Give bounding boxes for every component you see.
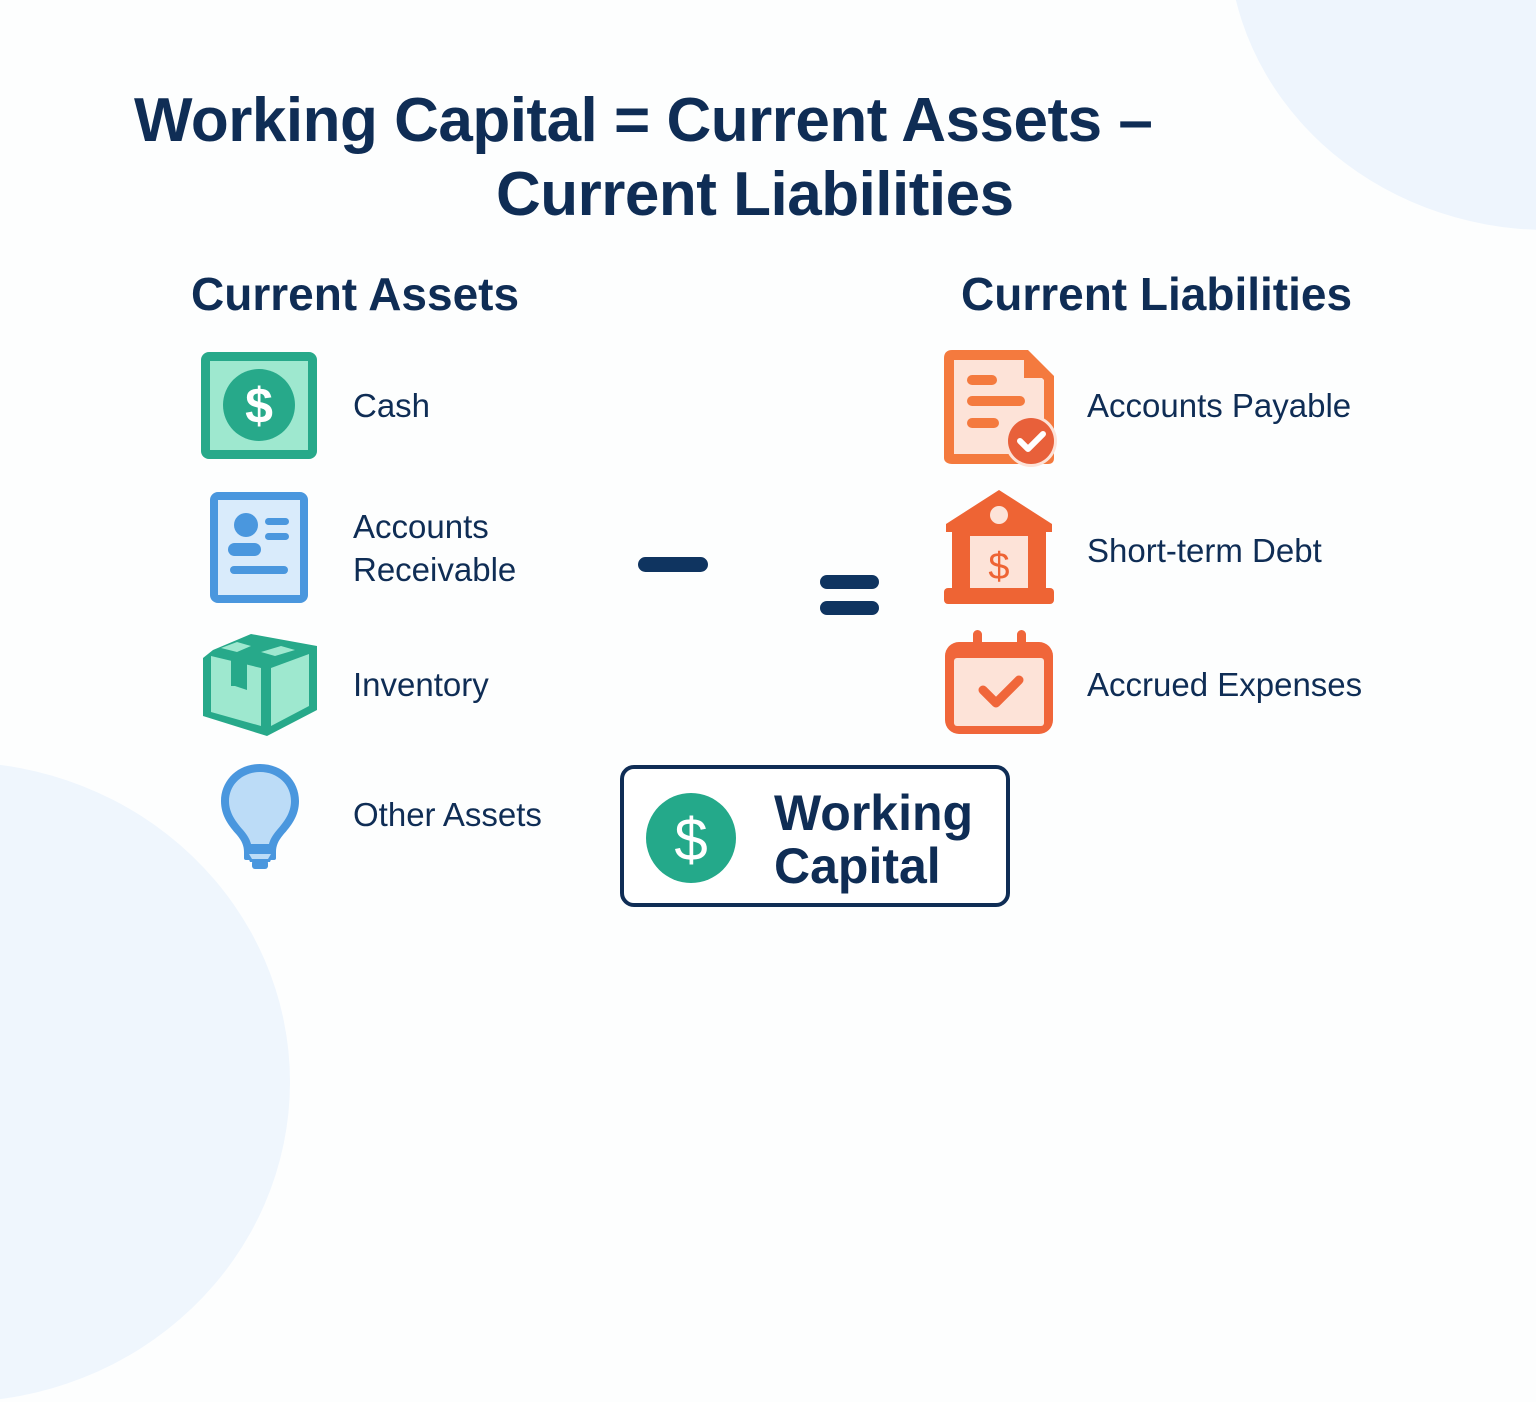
equals-operator-top-bar (820, 575, 879, 589)
id-document-icon (208, 490, 310, 605)
formula-title-line1: Working Capital = Current Assets – (134, 86, 1153, 155)
bank-dollar-icon: $ (942, 488, 1056, 606)
asset-label-cash: Cash (353, 387, 431, 424)
calendar-check-icon (943, 628, 1055, 736)
working-capital-label: Working Capital (774, 785, 974, 894)
current-assets-heading: Current Assets (191, 268, 520, 320)
formula-title-line2: Current Liabilities (496, 160, 1014, 229)
asset-label-other-assets: Other Assets (353, 796, 542, 833)
current-liabilities-heading: Current Liabilities (961, 268, 1353, 320)
working-capital-result-box: $ Working Capital (620, 765, 1010, 907)
dollar-coin-icon: $ (645, 792, 737, 884)
invoice-check-icon (942, 348, 1058, 468)
box-icon (199, 630, 319, 740)
lightbulb-icon (218, 760, 302, 872)
svg-text:$: $ (674, 806, 707, 873)
liability-label-short-term-debt: Short-term Debt (1087, 532, 1322, 569)
minus-operator (638, 557, 708, 572)
asset-label-accounts-receivable: Accounts Receivable (353, 508, 517, 588)
liability-label-accounts-payable: Accounts Payable (1087, 387, 1352, 424)
liability-label-accrued-expenses: Accrued Expenses (1087, 666, 1363, 703)
asset-label-inventory: Inventory (353, 666, 489, 703)
svg-text:$: $ (245, 378, 273, 434)
svg-text:$: $ (988, 546, 1009, 588)
equals-operator-bottom-bar (820, 601, 879, 615)
background-blob-top-right (1228, 0, 1536, 230)
cash-bill-icon: $ (199, 350, 319, 461)
